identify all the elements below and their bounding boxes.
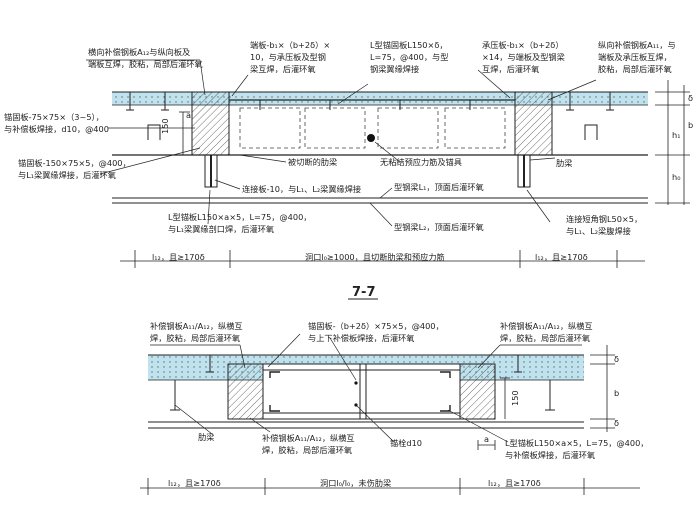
label-longitudinal-plate-2: 端板及承压板互焊， (598, 52, 672, 62)
prestress-anchor (367, 134, 375, 142)
dim-delta-top: δ (688, 93, 693, 103)
label-l-anchor: L型锚固板L150×δ， (370, 40, 448, 50)
label-beam-l1: 型钢梁L₁，顶面后灌环氧 (394, 182, 484, 192)
label-anchor-150-2: 与L₁梁翼缘焊接，后灌环氧 (18, 170, 116, 180)
bottom-section (140, 333, 640, 495)
end-block-bottom-right (459, 363, 496, 420)
slab-top-dots (112, 92, 648, 105)
label-connector-plate: 连接板-10，与L₁、L₂梁翼缘焊接 (242, 184, 361, 194)
label-transverse-plate: 横向补偿钢板A₁₂与纵向板及 (88, 47, 190, 57)
label-end-plate: 端板-b₁×（b+2δ）× (250, 40, 330, 50)
label-comp-plate-right-2: 焊，胶粘，局部后灌环氧 (500, 333, 590, 343)
label-rib: 肋梁 (556, 158, 572, 168)
label-l-anchor-3: 钢梁翼缘焊接 (370, 64, 419, 74)
label-anchor-small: 锚固板-75×75×（3~5）， (4, 112, 104, 122)
label-transverse-plate-2: 端板互焊，胶粘，局部后灌环氧 (88, 59, 203, 69)
label-comp-plate-left: 补偿钢板A₁₁/A₁₂，纵横互 (150, 321, 243, 331)
dim-right-top: l₁₂，且≥170δ (535, 252, 588, 262)
label-prestress: 无粘结预应力筋及锚具 (380, 157, 462, 167)
dim-right-bottom: l₁₂，且≥170δ (488, 478, 541, 488)
top-labels: 横向补偿钢板A₁₂与纵向板及 端板互焊，胶粘，局部后灌环氧 端板-b₁×（b+2… (4, 40, 693, 262)
label-l-anchor-bottom-2: 与L₁梁翼缘剖口焊，后灌环氧 (168, 224, 274, 234)
end-block-right (514, 91, 553, 156)
label-end-plate-3: 梁互焊，后灌环氧 (250, 64, 316, 74)
dim-mid-top: 洞口l₀≥1000，且切断肋梁和预应力筋 (305, 252, 445, 262)
opening-outline (228, 91, 516, 156)
label-anchor-plate-2: 与上下补偿板焊接，后灌环氧 (308, 333, 414, 343)
end-block-bottom-left (227, 363, 264, 420)
dim-mid-bottom: 洞口l₀/l₀，未伤肋梁 (320, 478, 391, 488)
label-short-angle-2: 与L₁、L₂梁腹焊接 (566, 226, 631, 236)
label-comp-plate-right: 补偿钢板A₁₁/A₁₂，纵横互 (500, 321, 593, 331)
label-comp-plate-bottom-2: 焊，胶粘，局部后灌环氧 (262, 445, 352, 455)
label-anchor-plate: 锚固板-（b+2δ）×75×5，@400， (308, 321, 444, 331)
label-rib-bottom: 肋梁 (198, 432, 214, 442)
label-l-anchor-bottom: L型锚板L150×a×5，L=75，@400， (168, 212, 311, 222)
bottom-labels: 补偿钢板A₁₁/A₁₂，纵横互 焊，胶粘，局部后灌环氧 锚固板-（b+2δ）×7… (150, 321, 648, 488)
dim-150-bottom: 150 (510, 390, 520, 406)
label-bearing-plate-2: ×14，与端板及型钢梁 (482, 52, 565, 62)
dim-left-top: l₁₂，且≥170δ (152, 252, 205, 262)
dim-h0-top: h₀ (672, 172, 680, 182)
label-cut-rib: 被切断的肋梁 (288, 157, 337, 167)
dim-150-top: 150 (160, 118, 170, 134)
dim-delta-bottom-1: δ (614, 354, 619, 364)
dim-left-bottom: l₁₂，且≥170δ (168, 478, 221, 488)
label-anchor-small-2: 与补偿板焊接，d10，@400 (4, 124, 109, 134)
label-anchor-150: 锚固板-150×75×5，@400， (18, 158, 131, 168)
label-longitudinal-plate: 纵向补偿钢板A₁₁，与 (598, 40, 676, 50)
dim-b-bottom: b (614, 388, 619, 398)
label-anchor-bolt: 锚栓d10 (390, 438, 422, 448)
label-end-plate-2: 10，与承压板及型钢 (250, 52, 326, 62)
label-l-anchor-plate: L型锚板L150×a×5，L=75，@400， (505, 438, 648, 448)
label-l-anchor-2: L=75，@400，与型 (370, 52, 448, 62)
label-l-anchor-plate-2: 与补偿板焊接，后灌环氧 (505, 450, 595, 460)
top-section (86, 59, 690, 268)
label-comp-plate-bottom: 补偿钢板A₁₁/A₁₂，纵横互 (262, 433, 355, 443)
dim-a-bottom: a (484, 434, 489, 444)
dim-a-top: a (186, 110, 191, 120)
opening-bottom (262, 369, 461, 414)
label-bearing-plate-3: 互焊，后灌环氧 (482, 64, 539, 74)
dim-h1-top: h₁ (672, 130, 680, 140)
section-title: 7-7 (352, 285, 376, 300)
dim-delta-bottom-2: δ (614, 418, 619, 428)
label-comp-plate-left-2: 焊，胶粘，局部后灌环氧 (150, 333, 240, 343)
end-block-left (191, 91, 230, 156)
label-short-angle: 连接短角钢L50×5， (566, 214, 642, 224)
label-bearing-plate: 承压板-b₁×（b+2δ） (482, 40, 564, 50)
dim-b-top: b (688, 120, 693, 130)
label-beam-l2: 型钢梁L₂，顶面后灌环氧 (394, 222, 484, 232)
label-longitudinal-plate-3: 胶粘，局部后灌环氧 (598, 64, 672, 74)
